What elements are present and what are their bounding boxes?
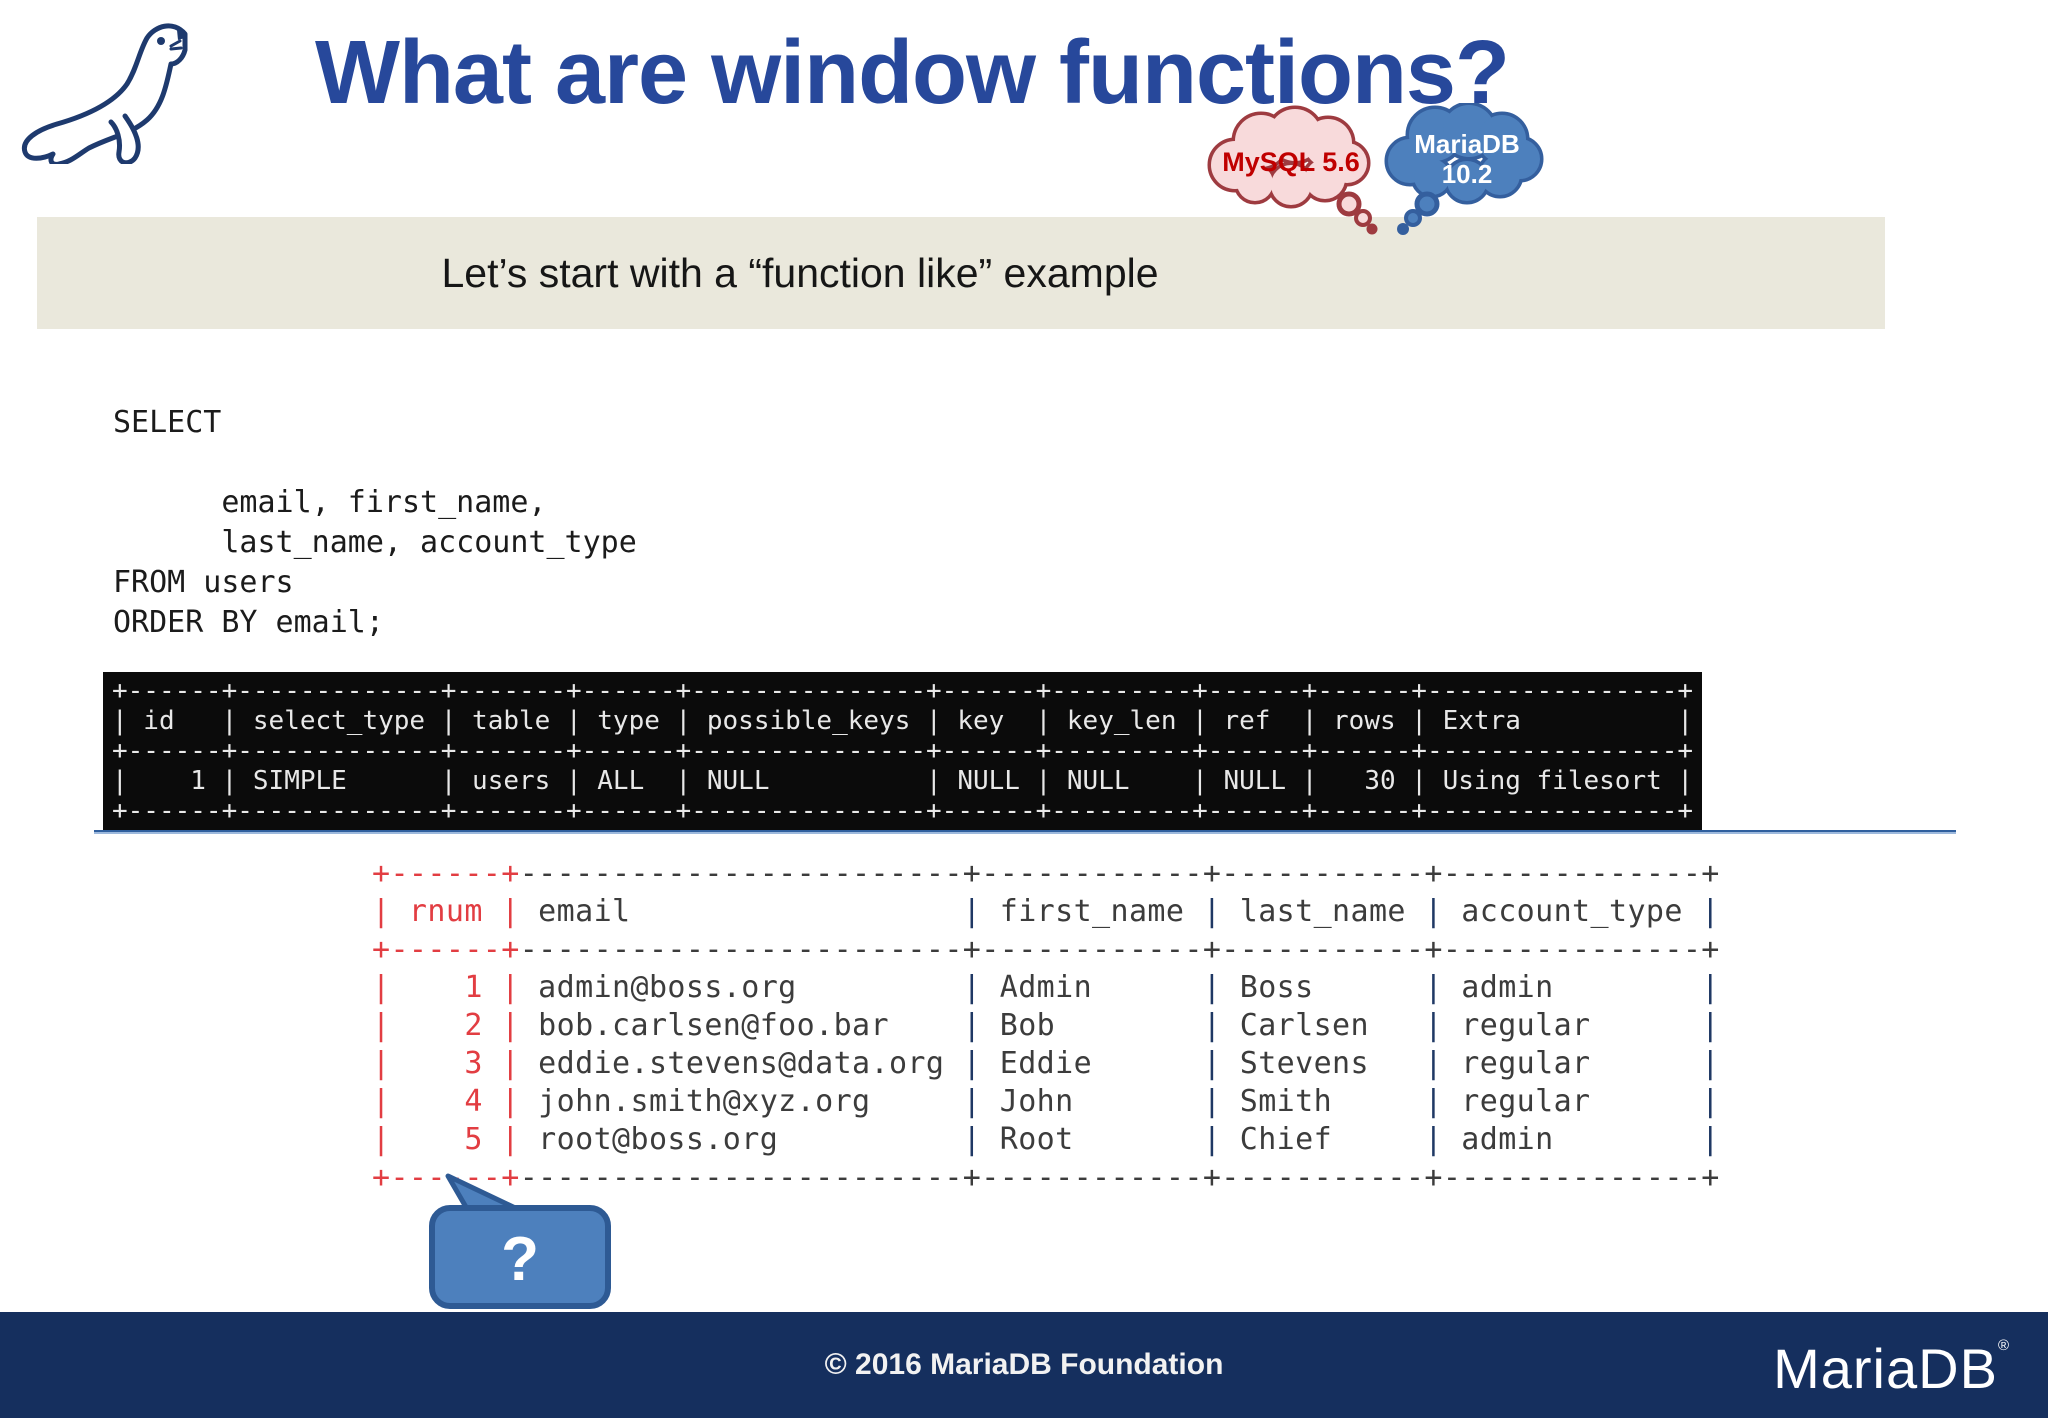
mysql-label: MySQL 5.6 bbox=[1222, 147, 1360, 177]
explain-terminal-output: +------+-------------+-------+------+---… bbox=[103, 672, 1703, 830]
separator-line bbox=[94, 830, 1956, 834]
seal-whisker bbox=[169, 46, 183, 51]
query-result-table: +------+------------------------+-------… bbox=[372, 856, 1720, 1195]
question-speech-bubble: ? bbox=[429, 1173, 611, 1309]
seal-flipper bbox=[108, 113, 141, 164]
mariadb-wordmark: MariaDB® bbox=[1773, 1336, 2010, 1401]
seal-whisker bbox=[169, 39, 182, 48]
seal-nose bbox=[177, 29, 186, 40]
sql-query-code: SELECT email, first_name, last_name, acc… bbox=[113, 405, 637, 640]
brand-text: MariaDB bbox=[1773, 1337, 1998, 1400]
registered-mark: ® bbox=[1997, 1337, 2010, 1354]
mysql-tail-bubble bbox=[1336, 191, 1362, 217]
mariadb-label-line1: MariaDB bbox=[1414, 129, 1519, 159]
banner-text: Let’s start with a “function like” examp… bbox=[441, 250, 1159, 296]
thought-bubbles: MySQL 5.6 MariaDB 10.2 bbox=[1207, 103, 1544, 235]
footer-bar bbox=[0, 1312, 2048, 1418]
question-mark: ? bbox=[501, 1225, 539, 1294]
mysql-tail-bubble bbox=[1354, 209, 1372, 227]
mariadb-tail-bubble bbox=[1414, 191, 1440, 217]
mariadb-seal-logo bbox=[21, 23, 188, 164]
mariadb-thought-bubble: MariaDB 10.2 bbox=[1384, 103, 1544, 235]
mysql-thought-bubble: MySQL 5.6 bbox=[1207, 105, 1378, 235]
seal-body bbox=[21, 23, 188, 164]
seal-eye bbox=[157, 37, 165, 45]
mariadb-label-line2: 10.2 bbox=[1442, 159, 1493, 189]
mysql-tail-bubble bbox=[1366, 223, 1378, 235]
page-title: What are window functions? bbox=[315, 23, 1510, 123]
mariadb-tail-bubble bbox=[1404, 209, 1422, 227]
footer-copyright: © 2016 MariaDB Foundation bbox=[824, 1348, 1224, 1381]
mariadb-tail-bubble bbox=[1397, 223, 1409, 235]
banner-strip bbox=[37, 217, 1885, 329]
